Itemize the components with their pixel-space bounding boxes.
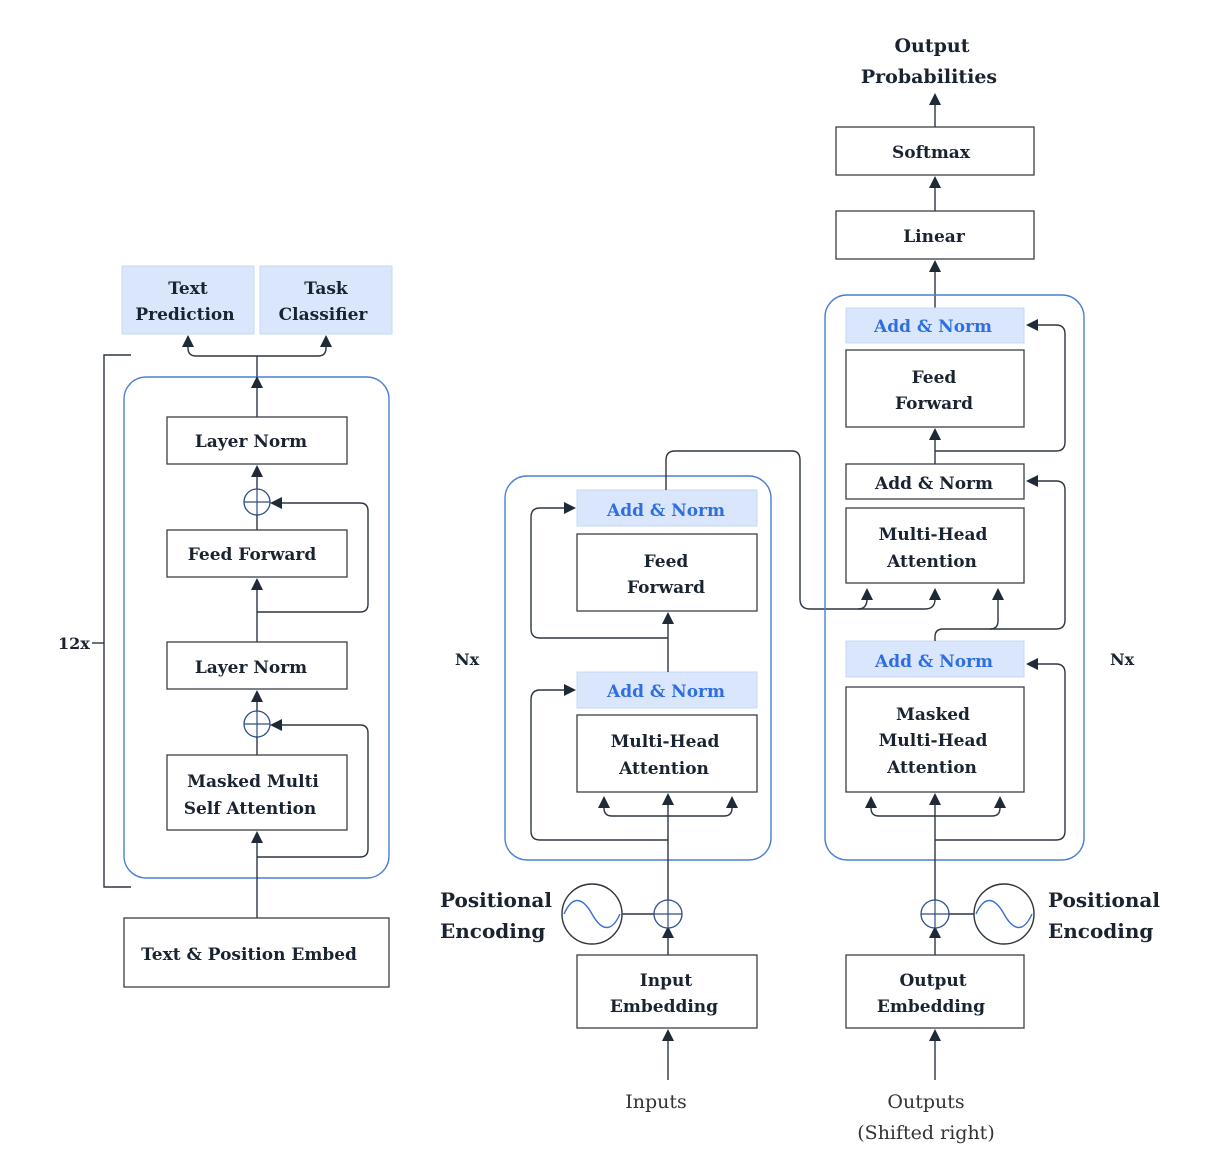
- decoder-positional-encoding-label-1: Positional: [1048, 888, 1160, 912]
- masked-self-attention-label-2: Self Attention: [184, 799, 317, 819]
- arrow-to-task-classifier: [317, 335, 332, 357]
- decoder-residual-cross: [990, 475, 1066, 630]
- decoder-positional-encoding-label-2: Encoding: [1048, 919, 1153, 943]
- task-classifier-label-2: Classifier: [279, 305, 369, 325]
- outputs-label-1: Outputs: [887, 1091, 964, 1113]
- arrow-to-text-prediction: [182, 335, 197, 357]
- decoder-add-norm-bottom-label: Add & Norm: [874, 652, 993, 672]
- encoder-feed-forward-label-1: Feed: [644, 552, 689, 572]
- decoder-feed-forward-label-2: Forward: [895, 394, 973, 414]
- layer-norm-bottom-label: Layer Norm: [195, 658, 307, 678]
- encoder-attn-arrow-q: [598, 796, 613, 817]
- decoder-nx-label: Nx: [1110, 650, 1135, 669]
- encoder-attention-label-2: Attention: [618, 759, 709, 779]
- input-embedding-box: [576, 954, 758, 1029]
- encoder-attention-box: [576, 714, 758, 793]
- output-embedding-box: [845, 954, 1025, 1029]
- layer-norm-top-box: [166, 416, 348, 465]
- decoder-add-norm-top-box: [845, 307, 1025, 344]
- encoder-add-norm-top-label: Add & Norm: [606, 501, 725, 521]
- decoder-add-norm-top-label: Add & Norm: [873, 317, 992, 337]
- encoder-add-norm-top-box: [576, 489, 758, 527]
- decoder-masked-arrow-q: [865, 796, 880, 817]
- plus-icon-bottom: [244, 711, 270, 737]
- task-classifier-label-1: Task: [304, 279, 349, 299]
- softmax-label: Softmax: [892, 143, 971, 163]
- layer-norm-bottom-box: [166, 641, 348, 690]
- decoder-masked-attention-label-3: Attention: [886, 758, 977, 778]
- output-probabilities-label-1: Output: [894, 35, 969, 57]
- plus-icon-top: [244, 489, 270, 515]
- encoder-sine-wave-icon: [563, 899, 621, 929]
- softmax-box: [835, 126, 1035, 176]
- decoder-add-norm-middle-box: [845, 463, 1025, 500]
- decoder-masked-arrow-v: [991, 796, 1006, 817]
- transformer-decoder: Output Probabilities Softmax Linear Add …: [824, 35, 1160, 1144]
- decoder-sine-wave-icon: [975, 899, 1033, 929]
- encoder-feed-forward-box: [576, 533, 758, 612]
- encoder-group: [504, 475, 772, 861]
- encoder-add-norm-bottom-label: Add & Norm: [606, 682, 725, 702]
- decoder-residual-ff: [935, 319, 1066, 452]
- encoder-positional-encoding-label-1: Positional: [440, 888, 552, 912]
- text-position-embed-label: Text & Position Embed: [141, 945, 357, 965]
- encoder-feed-forward-label-2: Forward: [627, 578, 705, 598]
- text-position-embed-box: [123, 917, 390, 988]
- encoder-add-norm-bottom-box: [576, 671, 758, 709]
- transformer-encoder: Nx Add & Norm Feed Forward Add & Norm Mu…: [440, 450, 941, 1113]
- decoder-add-norm-middle-label: Add & Norm: [874, 474, 993, 494]
- residual-top: [257, 497, 369, 613]
- decoder-cross-attention-box: [845, 507, 1025, 584]
- decoder-query-to-cross-attention: [934, 588, 1004, 641]
- linear-label: Linear: [903, 227, 966, 247]
- outputs-label-2: (Shifted right): [857, 1122, 994, 1144]
- encoder-plus-icon: [654, 900, 682, 928]
- decoder-masked-attention-label-2: Multi-Head: [879, 731, 988, 751]
- output-embedding-label-2: Embedding: [877, 997, 985, 1017]
- decoder-feed-forward-box: [845, 349, 1025, 428]
- residual-bottom: [257, 719, 369, 858]
- encoder-to-decoder-line: [665, 450, 941, 610]
- decoder-group: [824, 294, 1085, 861]
- task-classifier-box: [259, 265, 393, 335]
- input-embedding-label-1: Input: [640, 971, 693, 991]
- repeat-label: 12x: [58, 634, 90, 653]
- decoder-add-norm-bottom-box: [845, 640, 1025, 678]
- linear-box: [835, 210, 1035, 260]
- encoder-attention-label-1: Multi-Head: [611, 732, 720, 752]
- masked-self-attention-label-1: Masked Multi: [187, 772, 319, 792]
- encoder-to-decoder-key-arrow: [857, 588, 873, 610]
- inputs-label: Inputs: [625, 1091, 687, 1113]
- decoder-cross-attention-label-2: Attention: [886, 552, 977, 572]
- decoder-plus-icon: [921, 900, 949, 928]
- encoder-positional-encoding-label-2: Encoding: [440, 919, 545, 943]
- gpt-decoder: Text Prediction Task Classifier 12x Laye…: [58, 265, 393, 988]
- feed-forward-label: Feed Forward: [188, 545, 317, 565]
- text-prediction-box: [121, 265, 255, 335]
- decoder-masked-attention-box: [845, 686, 1025, 793]
- masked-self-attention-box: [166, 754, 348, 831]
- decoder-residual-masked: [935, 658, 1066, 841]
- layer-norm-top-label: Layer Norm: [195, 432, 307, 452]
- encoder-nx-label: Nx: [455, 650, 480, 669]
- output-embedding-label-1: Output: [899, 971, 966, 991]
- decoder-cross-attention-label-1: Multi-Head: [879, 525, 988, 545]
- decoder-masked-attention-label-1: Masked: [896, 705, 970, 725]
- text-prediction-label-1: Text: [168, 279, 208, 299]
- output-probabilities-label-2: Probabilities: [861, 66, 997, 88]
- feed-forward-box: [166, 529, 348, 578]
- text-prediction-label-2: Prediction: [135, 305, 234, 325]
- encoder-residual-ff: [530, 502, 668, 639]
- input-embedding-label-2: Embedding: [610, 997, 718, 1017]
- repeat-bracket: [103, 354, 131, 888]
- encoder-attn-arrow-v: [723, 796, 738, 817]
- decoder-feed-forward-label-1: Feed: [912, 368, 957, 388]
- encoder-residual-attention: [530, 684, 668, 841]
